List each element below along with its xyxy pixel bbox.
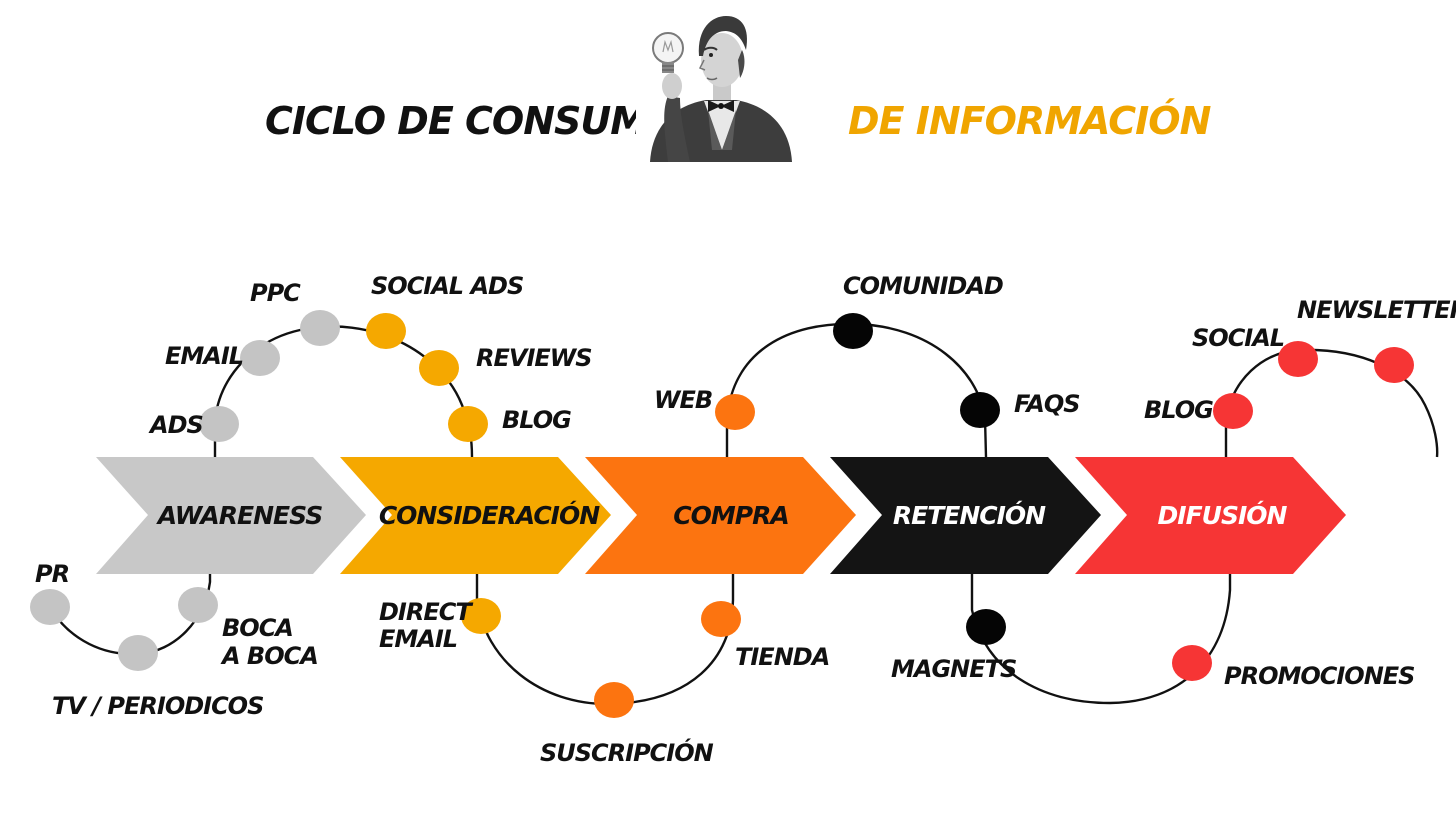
label-promociones: PROMOCIONES: [1224, 662, 1414, 690]
dot-social-ads: [366, 313, 406, 349]
dot-ppc: [300, 310, 340, 346]
label-tienda: TIENDA: [735, 643, 829, 671]
stage-consideracion-shape: [340, 457, 611, 574]
dot-blog-consideracion: [448, 406, 488, 442]
stage-retencion-shape: [830, 457, 1101, 574]
label-social: SOCIAL: [1192, 324, 1284, 352]
label-newsletter: NEWSLETTER: [1297, 296, 1456, 324]
label-reviews: REVIEWS: [476, 344, 592, 372]
label-ppc: PPC: [250, 279, 301, 307]
stage-difusion-label: DIFUSIÓN: [1158, 500, 1288, 530]
stage-compra-label: COMPRA: [673, 501, 788, 530]
dot-pr: [30, 589, 70, 625]
label-direct-line1: DIRECT: [379, 598, 473, 626]
label-social-ads: SOCIAL ADS: [371, 272, 523, 300]
dot-reviews: [419, 350, 459, 386]
stage-awareness-shape: [96, 457, 366, 574]
stage-retencion-label: RETENCIÓN: [893, 500, 1046, 530]
stage-compra-shape: [585, 457, 856, 574]
stage-difusion-shape: [1075, 457, 1346, 574]
dot-promociones: [1172, 645, 1212, 681]
label-email: EMAIL: [165, 342, 243, 370]
dot-social: [1278, 341, 1318, 377]
label-boca-line1: BOCA: [222, 614, 293, 642]
stage-chevrons: [96, 457, 1346, 574]
dot-faqs: [960, 392, 1000, 428]
dot-web: [715, 394, 755, 430]
title-left: CICLO DE CONSUMO: [265, 99, 678, 143]
dot-magnets: [966, 609, 1006, 645]
stage-awareness-label: AWARENESS: [156, 501, 322, 530]
dot-comunidad: [833, 313, 873, 349]
label-comunidad: COMUNIDAD: [843, 272, 1003, 300]
dot-boca-a-boca: [178, 587, 218, 623]
dot-blog-difusion: [1213, 393, 1253, 429]
dot-suscripcion: [594, 682, 634, 718]
label-direct-line2: EMAIL: [379, 625, 457, 653]
dot-ads: [199, 406, 239, 442]
title-right: DE INFORMACIÓN: [848, 99, 1211, 143]
label-blog-difusion: BLOG: [1144, 396, 1213, 424]
connector-retencion-bottom: [970, 574, 1232, 705]
dot-tv-periodicos: [118, 635, 158, 671]
label-suscripcion: SUSCRIPCIÓN: [540, 737, 714, 767]
inventor-lightbulb-icon: [636, 8, 794, 166]
label-pr: PR: [35, 560, 69, 588]
label-tv-periodicos: TV / PERIODICOS: [52, 692, 263, 720]
label-boca-line2: A BOCA: [220, 642, 318, 670]
label-web: WEB: [654, 386, 712, 414]
label-faqs: FAQS: [1014, 390, 1080, 418]
label-ads: ADS: [148, 411, 203, 439]
connector-difusion-top: [1224, 348, 1439, 458]
label-magnets: MAGNETS: [891, 655, 1016, 683]
label-blog-consideracion: BLOG: [502, 406, 571, 434]
dot-tienda: [701, 601, 741, 637]
dot-newsletter: [1374, 347, 1414, 383]
dot-direct-email: [461, 598, 501, 634]
stage-consideracion-label: CONSIDERACIÓN: [379, 500, 600, 530]
dot-email: [240, 340, 280, 376]
